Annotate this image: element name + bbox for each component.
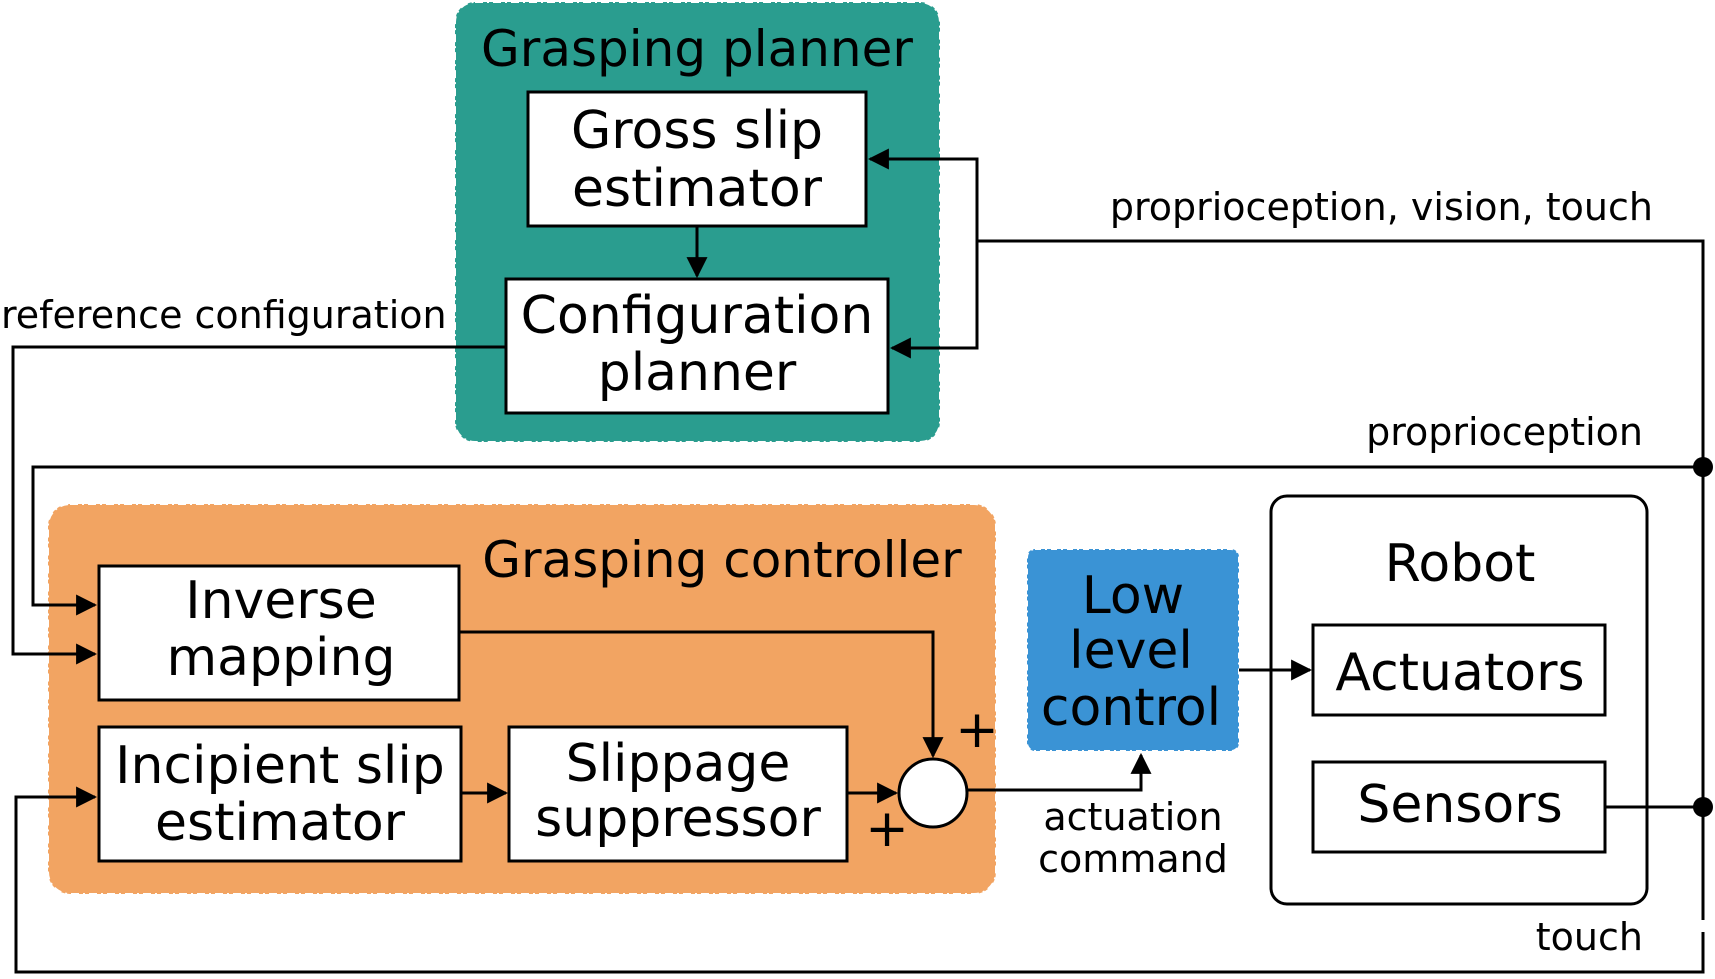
sensors-box [1311,760,1607,854]
label-actuation-2: command [1038,837,1228,881]
gross-slip-estimator-label-1: Gross slip [571,101,823,161]
slippage-suppressor-label-2: suppressor [535,789,821,849]
connections [11,148,1705,974]
gross-slip-estimator-box [526,90,868,228]
edge-proprioception [31,465,1703,616]
junction-dot-proprioception [1693,457,1713,477]
robot-group: Robot Actuators Sensors [1269,494,1649,906]
gross-slip-estimator-label-2: estimator [572,159,823,219]
robot-title: Robot [1385,534,1536,594]
edge-sensing-to-planner [977,239,1705,466]
sensors-label: Sensors [1357,775,1562,835]
summing-junction [897,757,969,829]
edge-actuation-command [967,752,1152,792]
label-proprioception: proprioception [1366,410,1643,454]
grasping-planner-group: Grasping planner Gross slip estimator Co… [454,1,941,443]
edge-inverse-to-sum [459,630,944,759]
grasping-planner-title: Grasping planner [481,20,913,78]
incipient-slip-estimator-label-2: estimator [155,793,406,853]
edge-reference-configuration [11,345,506,665]
actuators-label: Actuators [1335,643,1584,703]
label-touch: touch [1536,915,1643,959]
junction-dot-touch [1693,797,1713,817]
sum-plus-left: + [865,799,909,859]
configuration-planner-label-1: Configuration [521,286,874,346]
edge-feedback-to-config [889,241,979,359]
label-proprioception-vision-touch: proprioception, vision, touch [1110,185,1653,229]
low-level-control-label-3: control [1041,678,1221,738]
label-actuation-1: actuation [1043,795,1222,839]
configuration-planner-label-2: planner [598,343,797,403]
incipient-slip-estimator-label-1: Incipient slip [115,736,445,796]
low-level-control-box [1026,548,1240,752]
low-level-control-label-2: level [1069,621,1193,681]
grasping-controller-title: Grasping controller [482,531,962,589]
sum-plus-top: + [955,700,999,760]
slippage-suppressor-label-1: Slippage [566,734,791,794]
edge-labels: proprioception, vision, touch reference … [1,185,1653,959]
inverse-mapping-label-2: mapping [167,628,396,688]
slippage-suppressor-box [507,725,849,863]
grasping-controller-group: Grasping controller Inverse mapping Inci… [47,503,999,895]
edge-feedback-to-gross [867,148,979,241]
low-level-control-label-1: Low [1082,566,1184,626]
low-level-control-group: Low level control [1026,548,1240,752]
configuration-planner-box [504,277,890,415]
actuators-box [1311,623,1607,717]
inverse-mapping-label-1: Inverse [185,571,377,631]
label-reference-configuration: reference configuration [1,293,447,337]
edge-touch [14,786,1705,974]
